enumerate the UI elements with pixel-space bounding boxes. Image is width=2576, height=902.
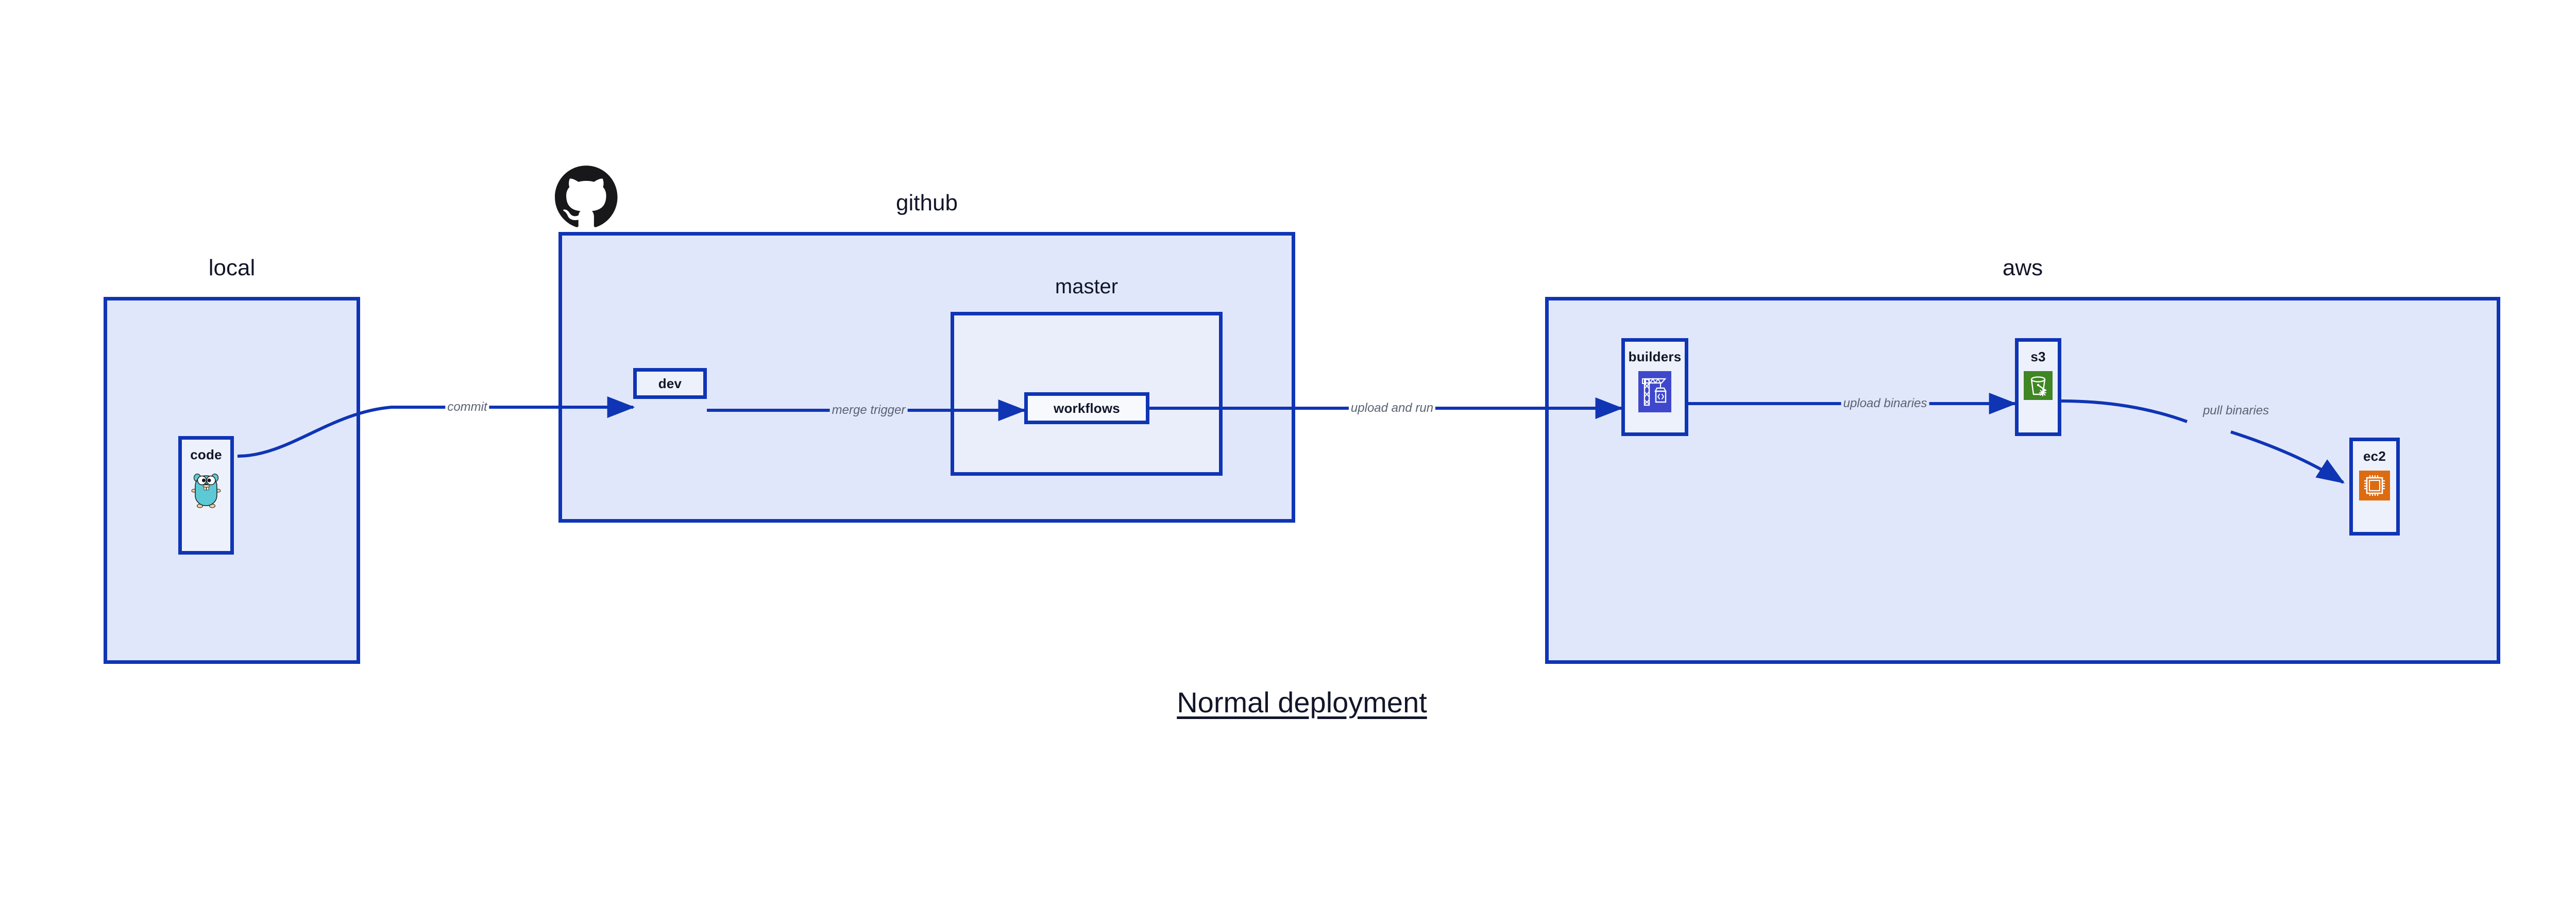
diagram-caption: Normal deployment bbox=[1177, 686, 1427, 719]
node-builders[interactable]: builders bbox=[1621, 338, 1688, 436]
node-ec2[interactable]: ec2 bbox=[2349, 438, 2400, 536]
go-gopher-icon bbox=[191, 469, 222, 509]
group-label-github: github bbox=[896, 190, 958, 215]
node-builders-label: builders bbox=[1628, 349, 1682, 364]
edge-label-upload-and-run: upload and run bbox=[1348, 401, 1436, 415]
group-label-local: local bbox=[208, 255, 256, 280]
node-code-label: code bbox=[190, 447, 222, 462]
node-dev[interactable]: dev bbox=[633, 368, 707, 399]
node-ec2-label: ec2 bbox=[2363, 448, 2386, 464]
aws-s3-glacier-icon bbox=[2024, 371, 2053, 400]
group-label-aws: aws bbox=[2002, 255, 2043, 280]
edge-label-upload-binaries: upload binaries bbox=[1841, 396, 1929, 411]
edge-label-commit: commit bbox=[445, 400, 489, 414]
node-s3[interactable]: s3 bbox=[2015, 338, 2061, 436]
node-code[interactable]: code bbox=[178, 436, 234, 555]
aws-codebuild-icon bbox=[1638, 371, 1671, 412]
github-logo-icon bbox=[555, 165, 618, 228]
aws-ec2-icon bbox=[2359, 471, 2390, 500]
edge-label-merge-trigger: merge trigger bbox=[829, 403, 908, 417]
node-workflows-label: workflows bbox=[1054, 400, 1120, 416]
edge-label-pull-binaries: pull binaries bbox=[2200, 404, 2272, 418]
node-workflows[interactable]: workflows bbox=[1024, 392, 1149, 424]
group-label-master: master bbox=[1055, 275, 1118, 298]
node-dev-label: dev bbox=[658, 375, 682, 391]
node-s3-label: s3 bbox=[2030, 349, 2046, 364]
